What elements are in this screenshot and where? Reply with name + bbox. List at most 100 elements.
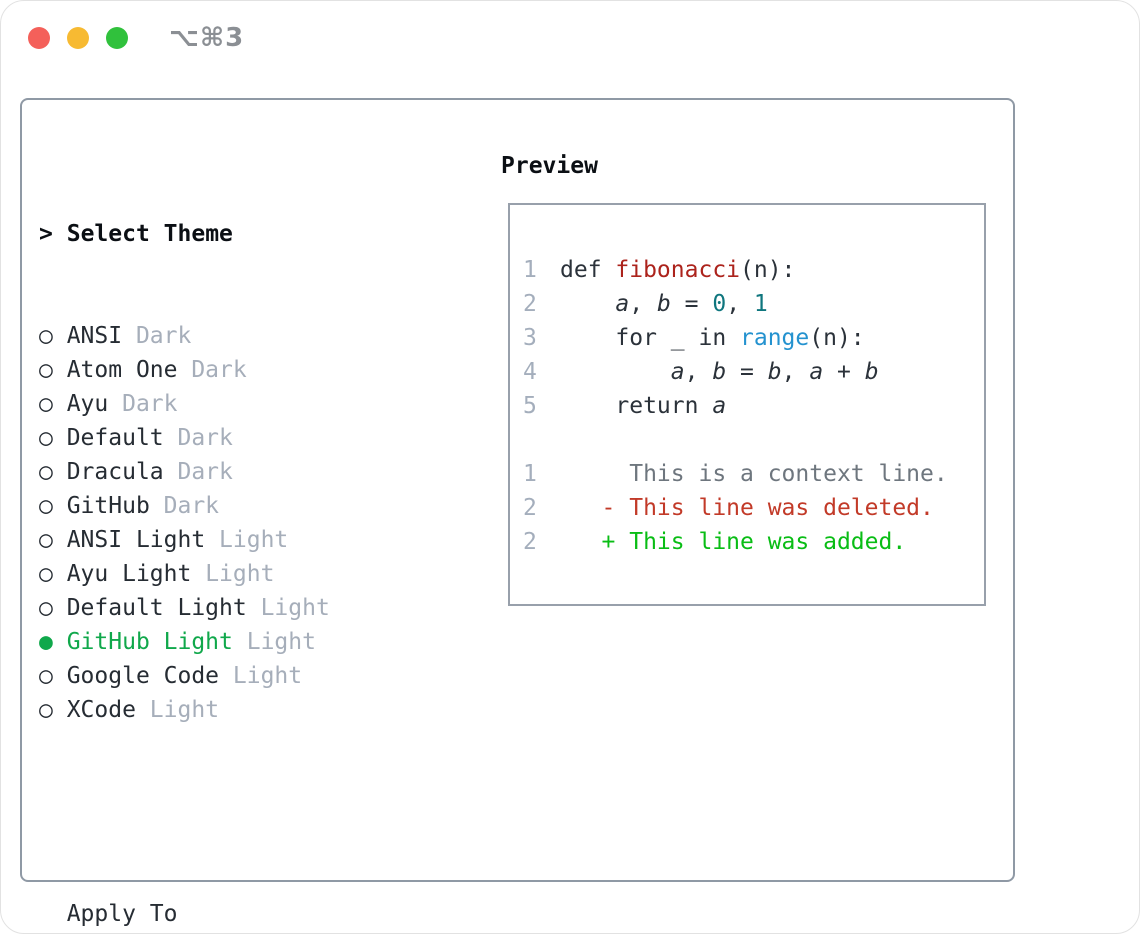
code-line: 2 + This line was added. bbox=[523, 525, 984, 559]
code-segment-pl: for _ in bbox=[560, 325, 741, 351]
radio-unselected-icon: ○ bbox=[39, 697, 53, 723]
theme-option-google-code[interactable]: ○ Google Code Light bbox=[39, 659, 427, 693]
radio-unselected-icon: ○ bbox=[39, 663, 53, 689]
line-number: 1 bbox=[523, 461, 537, 487]
theme-option-ayu[interactable]: ○ Ayu Dark bbox=[39, 387, 427, 421]
theme-variant: Light bbox=[246, 595, 330, 621]
theme-name: Default bbox=[52, 425, 164, 451]
code-segment-pl: + bbox=[823, 359, 865, 385]
zoom-button[interactable] bbox=[106, 27, 128, 49]
minimize-button[interactable] bbox=[67, 27, 89, 49]
theme-variant: Dark bbox=[149, 493, 220, 519]
code-line: 2 - This line was deleted. bbox=[523, 491, 984, 525]
theme-name: ANSI bbox=[52, 323, 123, 349]
code-segment-var: b bbox=[767, 359, 782, 385]
close-button[interactable] bbox=[28, 27, 50, 49]
theme-option-default[interactable]: ○ Default Dark bbox=[39, 421, 427, 455]
theme-variant: Dark bbox=[163, 425, 233, 451]
line-number: 2 bbox=[523, 291, 537, 317]
theme-option-dracula[interactable]: ○ Dracula Dark bbox=[39, 455, 427, 489]
radio-unselected-icon: ○ bbox=[39, 425, 53, 451]
code-segment-var: a bbox=[615, 291, 630, 317]
code-segment-pl: (n): bbox=[740, 257, 796, 283]
apply-to-header-label: Apply To bbox=[66, 901, 178, 927]
select-theme-header: > Select Theme bbox=[39, 217, 427, 251]
theme-name: ANSI Light bbox=[52, 527, 206, 553]
code-line: 5 return a bbox=[523, 389, 984, 423]
select-theme-header-label: Select Theme bbox=[66, 221, 233, 247]
code-line: 1 def fibonacci(n): bbox=[523, 253, 984, 287]
theme-name: Atom One bbox=[52, 357, 178, 383]
theme-variant: Light bbox=[205, 527, 289, 553]
theme-name: Google Code bbox=[52, 663, 220, 689]
theme-variant: Light bbox=[191, 561, 275, 587]
theme-list: ○ ANSI Dark○ Atom One Dark○ Ayu Dark○ De… bbox=[39, 319, 427, 727]
radio-unselected-icon: ○ bbox=[39, 323, 53, 349]
spacer-row bbox=[39, 795, 427, 829]
theme-option-xcode[interactable]: ○ XCode Light bbox=[39, 693, 427, 727]
code-line: 3 for _ in range(n): bbox=[523, 321, 984, 355]
radio-unselected-icon: ○ bbox=[39, 459, 53, 485]
code-segment-pl: , bbox=[781, 359, 810, 385]
theme-variant: Dark bbox=[122, 323, 192, 349]
code-segment-pl: = bbox=[670, 291, 713, 317]
code-segment-pl: (n): bbox=[809, 325, 865, 351]
code-segment-pl bbox=[560, 359, 671, 385]
line-number: 2 bbox=[523, 529, 537, 555]
code-segment-var: b bbox=[656, 291, 671, 317]
radio-unselected-icon: ○ bbox=[39, 561, 53, 587]
code-segment-var: a bbox=[712, 393, 727, 419]
theme-option-atom-one[interactable]: ○ Atom One Dark bbox=[39, 353, 427, 387]
theme-option-github[interactable]: ○ GitHub Dark bbox=[39, 489, 427, 523]
code-segment-add: + This line was added. bbox=[560, 529, 907, 555]
code-segment-bi: range bbox=[740, 325, 810, 351]
theme-name: Dracula bbox=[52, 459, 164, 485]
theme-option-github-light[interactable]: ● GitHub Light Light bbox=[39, 625, 427, 659]
code-segment-pl: , bbox=[684, 359, 713, 385]
header-cursor-icon: > bbox=[39, 221, 53, 247]
line-number: 4 bbox=[523, 359, 537, 385]
code-segment-pl: , bbox=[726, 291, 754, 317]
theme-variant: Dark bbox=[177, 357, 247, 383]
radio-unselected-icon: ○ bbox=[39, 595, 53, 621]
code-segment-var: b bbox=[864, 359, 879, 385]
radio-unselected-icon: ○ bbox=[39, 493, 53, 519]
theme-variant: Light bbox=[219, 663, 303, 689]
left-column: > Select Theme ○ ANSI Dark○ Atom One Dar… bbox=[39, 149, 427, 933]
code-segment-fn: fibonacci bbox=[615, 257, 741, 283]
theme-name: Default Light bbox=[52, 595, 247, 621]
line-number: 1 bbox=[523, 257, 537, 283]
theme-variant: Light bbox=[135, 697, 220, 723]
code-segment-num: 1 bbox=[753, 291, 768, 317]
radio-unselected-icon: ○ bbox=[39, 391, 53, 417]
code-segment-var: a bbox=[670, 359, 685, 385]
code-segment-pl: , bbox=[629, 291, 657, 317]
theme-variant: Light bbox=[232, 629, 316, 655]
code-segment-pl: def bbox=[560, 257, 616, 283]
theme-variant: Dark bbox=[108, 391, 178, 417]
code-segment-pl bbox=[560, 291, 615, 317]
theme-name: GitHub bbox=[52, 493, 150, 519]
line-number: 5 bbox=[523, 393, 537, 419]
theme-name: Ayu bbox=[52, 391, 109, 417]
theme-name: XCode bbox=[52, 697, 136, 723]
code-segment-pl: = bbox=[726, 359, 768, 385]
code-segment-num: 0 bbox=[712, 291, 727, 317]
line-number: 2 bbox=[523, 495, 537, 521]
theme-option-ansi-light[interactable]: ○ ANSI Light Light bbox=[39, 523, 427, 557]
code-segment-var: b bbox=[712, 359, 727, 385]
code-segment-var: a bbox=[809, 359, 824, 385]
theme-name: Ayu Light bbox=[52, 561, 192, 587]
code-line: 2 a, b = 0, 1 bbox=[523, 287, 984, 321]
theme-option-ansi[interactable]: ○ ANSI Dark bbox=[39, 319, 427, 353]
code-segment-ctx: This is a context line. bbox=[560, 461, 948, 487]
close-button-dot-icon bbox=[35, 34, 43, 42]
theme-option-default-light[interactable]: ○ Default Light Light bbox=[39, 591, 427, 625]
code-segment-del: - This line was deleted. bbox=[560, 495, 934, 521]
code-line: 4 a, b = b, a + b bbox=[523, 355, 984, 389]
theme-option-ayu-light[interactable]: ○ Ayu Light Light bbox=[39, 557, 427, 591]
preview-header: Preview bbox=[501, 153, 598, 179]
